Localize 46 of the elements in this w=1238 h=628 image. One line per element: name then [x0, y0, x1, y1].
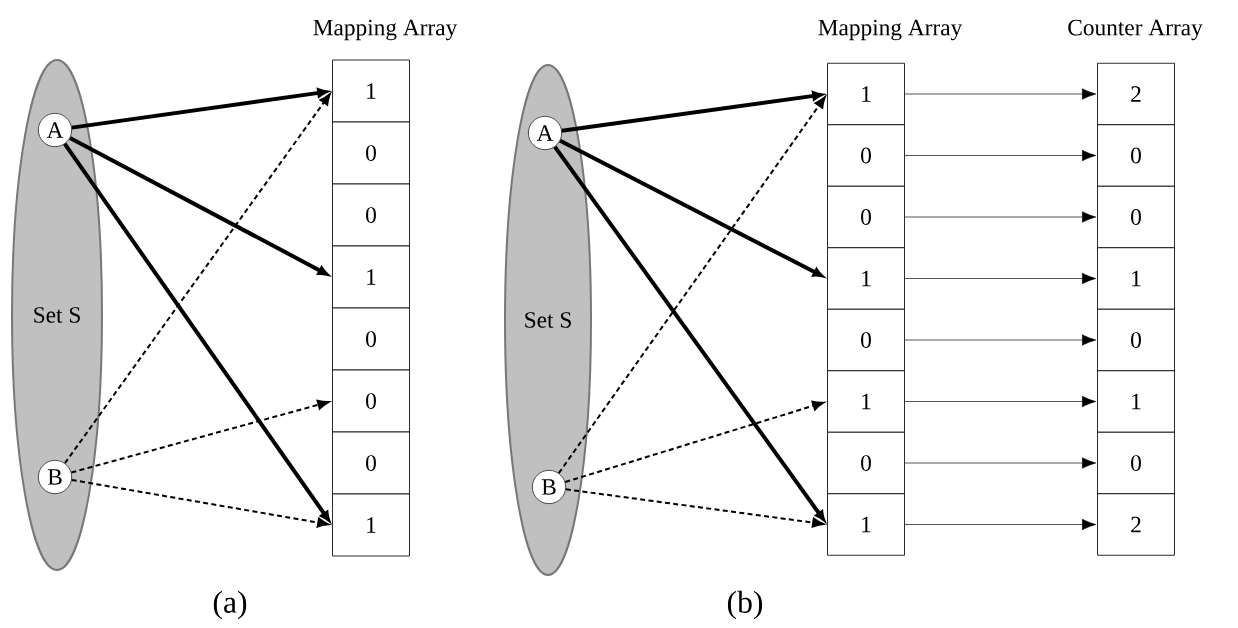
array-cell: 1 [332, 59, 410, 123]
panel-label: (b) [727, 590, 763, 620]
arrow [70, 399, 330, 474]
array-cell: 0 [827, 308, 905, 372]
panel-label: (a) [213, 590, 247, 620]
arrow [63, 142, 331, 522]
array-cell: 0 [332, 431, 410, 495]
arrow [904, 211, 1097, 223]
array-cell: 0 [332, 369, 410, 433]
array-cell: 1 [827, 493, 905, 556]
arrow [557, 96, 826, 475]
array-cell: 1 [1097, 370, 1175, 433]
array-cell: 0 [827, 124, 905, 187]
array-cell: 1 [827, 370, 905, 433]
arrow [904, 457, 1097, 469]
arrow [564, 488, 825, 528]
array-cell: 0 [1097, 431, 1175, 495]
array-cell: 1 [827, 62, 905, 126]
array-cell: 0 [332, 307, 410, 371]
array-cell: 2 [1097, 62, 1175, 126]
array-cell: 1 [1097, 247, 1175, 310]
arrow [553, 145, 826, 522]
arrow [559, 139, 824, 278]
arrow [904, 518, 1097, 531]
arrow [564, 400, 825, 483]
array-cell: 0 [332, 183, 410, 247]
arrow [70, 478, 330, 528]
arrow [904, 88, 1097, 100]
array-cell: 0 [827, 431, 905, 495]
arrow [904, 395, 1097, 408]
array-cell: 0 [1097, 308, 1175, 372]
array-cell: 0 [1097, 124, 1175, 187]
arrow [904, 149, 1097, 162]
array-cell: 0 [1097, 185, 1175, 249]
arrow [63, 93, 331, 465]
array-cell: 0 [332, 121, 410, 185]
array-cell: 1 [827, 247, 905, 310]
arrow [69, 136, 329, 276]
arrow [904, 272, 1097, 285]
array-cell: 1 [332, 245, 410, 309]
array-cell: 2 [1097, 493, 1175, 556]
array-cell: 1 [332, 493, 410, 557]
array-heading: Counter Array [1068, 19, 1203, 41]
array-cell: 0 [827, 185, 905, 249]
arrow [904, 334, 1097, 346]
array-heading: Mapping Array [818, 19, 963, 41]
